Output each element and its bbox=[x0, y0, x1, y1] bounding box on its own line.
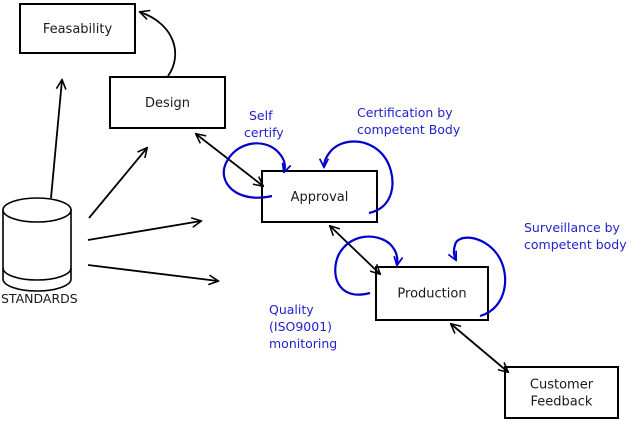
annotation-quality: Quality (ISO9001) monitoring bbox=[269, 302, 337, 351]
loop-quality bbox=[334, 235, 397, 296]
node-approval-label: Approval bbox=[291, 190, 349, 205]
node-feasability-box bbox=[19, 3, 136, 54]
annotation-quality-line3: monitoring bbox=[269, 336, 337, 351]
edge-design-approval bbox=[196, 134, 263, 186]
node-design-box bbox=[109, 76, 226, 129]
annotation-certification: Certification by competent Body bbox=[357, 105, 461, 137]
edge-standards-to-approval bbox=[87, 221, 201, 241]
node-approval-box bbox=[261, 170, 378, 223]
loop-self-certify bbox=[222, 142, 285, 199]
annotation-certification-line1: Certification by bbox=[357, 105, 453, 120]
annotation-surveillance-line1: Surveillance by bbox=[524, 220, 621, 235]
standards-label: STANDARDS bbox=[1, 291, 78, 306]
annotation-surveillance-line2: competent body bbox=[524, 237, 627, 252]
node-standards[interactable]: STANDARDS bbox=[1, 197, 78, 306]
node-customer-feedback-label-line2: Feedback bbox=[531, 395, 593, 410]
annotation-quality-line2: (ISO9001) bbox=[269, 319, 332, 334]
standards-cylinder-inner-line bbox=[2, 267, 72, 281]
node-feasability[interactable]: Feasability bbox=[19, 3, 136, 54]
node-feasability-label: Feasability bbox=[43, 22, 113, 37]
edge-standards-to-design bbox=[88, 148, 147, 219]
standards-cylinder-body bbox=[2, 209, 72, 292]
node-production[interactable]: Production bbox=[375, 266, 489, 321]
node-approval[interactable]: Approval bbox=[261, 170, 378, 223]
loop-surveillance bbox=[454, 236, 507, 318]
edge-standards-to-production bbox=[87, 264, 218, 281]
annotation-self-certify-line1: Self bbox=[249, 108, 273, 123]
annotation-certification-line2: competent Body bbox=[357, 122, 461, 137]
standards-cylinder-top bbox=[2, 197, 72, 223]
annotation-quality-line1: Quality bbox=[269, 302, 314, 317]
edge-approval-production bbox=[330, 226, 380, 274]
node-design-label: Design bbox=[145, 96, 190, 111]
annotation-self-certify-line2: certify bbox=[244, 125, 284, 140]
edge-design-to-feasability bbox=[140, 12, 177, 77]
node-design[interactable]: Design bbox=[109, 76, 226, 129]
annotation-self-certify: Self certify bbox=[244, 108, 284, 140]
node-customer-feedback[interactable]: Customer Feedback bbox=[504, 366, 619, 419]
node-production-label: Production bbox=[397, 287, 466, 302]
node-customer-feedback-label-line1: Customer bbox=[530, 378, 594, 393]
annotation-surveillance: Surveillance by competent body bbox=[524, 220, 627, 252]
node-production-box bbox=[375, 266, 489, 321]
edge-production-customer-feedback bbox=[451, 324, 508, 372]
node-customer-feedback-box bbox=[504, 366, 619, 419]
edge-standards-to-feasability bbox=[50, 80, 62, 199]
loop-certification bbox=[324, 140, 394, 215]
